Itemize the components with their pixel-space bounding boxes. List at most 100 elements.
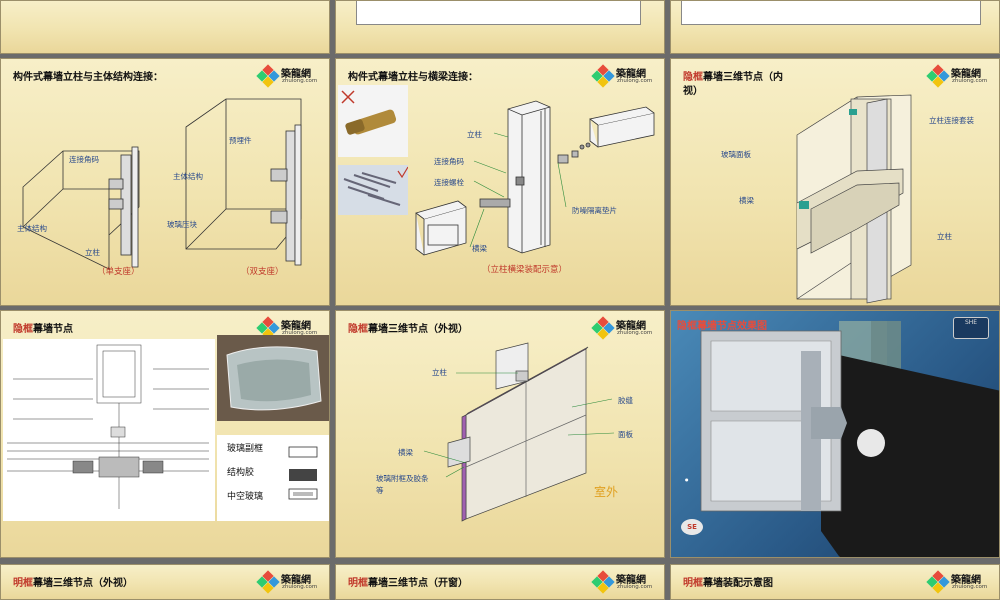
bolts-photo xyxy=(338,165,408,215)
title-text: 幕墙三维节点（开窗） xyxy=(368,578,468,589)
slide-thumbnail-7[interactable]: 隐框幕墙节点 築龍網 zhulong.com xyxy=(0,310,330,558)
slide-title: 明框幕墙装配示意图 xyxy=(683,577,843,591)
title-text: 幕墙三维节点（外视） xyxy=(33,578,133,589)
label-connecting-bolt: 连接螺栓 xyxy=(434,178,464,187)
slide-thumbnail-2[interactable] xyxy=(335,0,665,54)
zhulong-logo: 築龍網 zhulong.com xyxy=(256,569,321,595)
title-highlight: 隐框 xyxy=(683,72,703,83)
label-post: 立柱 xyxy=(937,232,952,241)
caption-assembly: （立柱横梁装配示意） xyxy=(482,265,568,275)
label-embedded-part: 预埋件 xyxy=(229,136,252,145)
zhulong-logo: 築龍網 zhulong.com xyxy=(591,315,656,341)
text-box xyxy=(681,1,981,25)
label-corner-code: 连接角码 xyxy=(69,155,99,164)
title-text: 幕墙三维节点（外视） xyxy=(368,324,468,335)
logo-mark-icon xyxy=(591,570,615,594)
logo-url: zhulong.com xyxy=(282,584,318,590)
legend-box: 玻璃副框 结构胶 中空玻璃 xyxy=(217,435,329,521)
legend-structural-glue: 结构胶 xyxy=(227,468,255,478)
label-beam: 横梁 xyxy=(739,196,754,205)
logo-name: 築龍網 xyxy=(281,321,311,332)
slide-title: 隐框幕墙节点效果图 xyxy=(677,321,767,332)
label-glass-clamp: 玻璃压块 xyxy=(167,220,197,229)
slide-thumbnail-9[interactable]: 隐框幕墙节点效果图 SHE ● SE xyxy=(670,310,1000,558)
label-beam: 横梁 xyxy=(472,244,487,253)
legend-sub-frame: 玻璃副框 xyxy=(227,444,264,454)
legend-insulating-glass: 中空玻璃 xyxy=(227,492,264,502)
logo-url: zhulong.com xyxy=(617,78,653,84)
logo-name: 築龍網 xyxy=(951,69,981,80)
title-text: 幕墙装配示意图 xyxy=(703,578,773,589)
title-highlight: 明框 xyxy=(348,578,368,589)
slide-thumbnail-5[interactable]: 构件式幕墙立柱与横梁连接： 築龍網 zhulong.com xyxy=(335,58,665,306)
anchor-bolt-photo xyxy=(338,85,408,157)
caption-double-support: （双支座） xyxy=(241,267,284,277)
slide-thumbnail-8[interactable]: 隐框幕墙三维节点（外视） 築龍網 zhulong.com xyxy=(335,310,665,558)
glass-photo xyxy=(217,335,329,421)
zhulong-logo: 築龍網 zhulong.com xyxy=(926,63,991,89)
slide-thumbnail-3[interactable] xyxy=(670,0,1000,54)
render-label: ● xyxy=(685,477,689,482)
logo-url: zhulong.com xyxy=(282,78,318,84)
slide-title: 构件式幕墙立柱与横梁连接： xyxy=(348,72,478,83)
slide-thumbnail-4[interactable]: 构件式幕墙立柱与主体结构连接： 築龍網 zhulong.com xyxy=(0,58,330,306)
slide-thumbnail-1[interactable] xyxy=(0,0,330,54)
slide-thumbnail-10[interactable]: 明框幕墙三维节点（外视） 築龍網 zhulong.com xyxy=(0,564,330,600)
logo-name: 築龍網 xyxy=(281,575,311,586)
label-noise-pad: 防噪隔离垫片 xyxy=(572,206,617,215)
zhulong-logo: 築龍網 zhulong.com xyxy=(926,569,991,595)
logo-mark-icon xyxy=(256,64,280,88)
label-post-sleeve: 立柱连接套装 xyxy=(929,116,974,125)
label-post: 立柱 xyxy=(467,130,482,139)
label-beam: 横梁 xyxy=(398,448,413,457)
logo-mark-icon xyxy=(256,570,280,594)
logo-url: zhulong.com xyxy=(952,78,988,84)
slide-title: 构件式幕墙立柱与主体结构连接： xyxy=(13,72,163,83)
zhulong-logo: 築龍網 zhulong.com xyxy=(591,63,656,89)
slide-title: 明框幕墙三维节点（外视） xyxy=(13,577,133,591)
text-box xyxy=(356,1,641,25)
caption-single-support: （单支座） xyxy=(97,267,140,277)
label-main-structure-2: 主体结构 xyxy=(173,172,203,181)
zhulong-logo: 築龍網 zhulong.com xyxy=(256,63,321,89)
logo-name: 築龍網 xyxy=(616,69,646,80)
slide-thumbnail-12[interactable]: 明框幕墙装配示意图 築龍網 zhulong.com xyxy=(670,564,1000,600)
logo-mark-icon xyxy=(926,64,950,88)
se-logo-icon: SE xyxy=(681,519,703,535)
label-glass-panel: 玻璃面板 xyxy=(721,150,751,159)
zhulong-logo: 築龍網 zhulong.com xyxy=(591,569,656,595)
slide-title: 明框幕墙三维节点（开窗） xyxy=(348,577,468,591)
title-highlight: 明框 xyxy=(13,578,33,589)
slide-title: 隐框幕墙节点 xyxy=(13,323,213,337)
slide-thumbnail-11[interactable]: 明框幕墙三维节点（开窗） 築龍網 zhulong.com xyxy=(335,564,665,600)
logo-name: 築龍網 xyxy=(616,321,646,332)
node-3d-render xyxy=(700,321,999,557)
title-text: 幕墙三维节点（内视） xyxy=(683,72,783,97)
label-main-structure: 主体结构 xyxy=(17,224,47,233)
title-text: 幕墙节点 xyxy=(33,324,73,335)
logo-name: 築龍網 xyxy=(281,69,311,80)
zhulong-logo: 築龍網 zhulong.com xyxy=(256,315,321,341)
logo-url: zhulong.com xyxy=(617,330,653,336)
title-highlight: 明框 xyxy=(683,578,703,589)
logo-name: 築龍網 xyxy=(951,575,981,586)
slide-title: 隐框幕墙三维节点（外视） xyxy=(348,323,468,337)
logo-url: zhulong.com xyxy=(952,584,988,590)
label-corner-code: 连接角码 xyxy=(434,157,464,166)
node-section-drawing xyxy=(3,339,215,521)
label-glue-seam: 胶缝 xyxy=(618,396,633,405)
hidden-frame-inner-3d-drawing xyxy=(796,94,912,304)
logo-name: 築龍網 xyxy=(616,575,646,586)
label-glass-frame-strip: 玻璃附框及胶条等 xyxy=(376,474,429,495)
hidden-frame-outer-3d-drawing xyxy=(423,342,615,522)
label-post: 立柱 xyxy=(85,248,100,257)
logo-mark-icon xyxy=(926,570,950,594)
slide-title: 隐框幕墙三维节点（内视） xyxy=(683,71,793,99)
logo-mark-icon xyxy=(591,316,615,340)
slide-thumbnail-6[interactable]: 隐框幕墙三维节点（内视） 築龍網 zhulong.com xyxy=(670,58,1000,306)
logo-mark-icon xyxy=(591,64,615,88)
outside-label: 室外 xyxy=(594,485,619,499)
label-post: 立柱 xyxy=(432,368,447,377)
label-panel: 面板 xyxy=(618,430,633,439)
